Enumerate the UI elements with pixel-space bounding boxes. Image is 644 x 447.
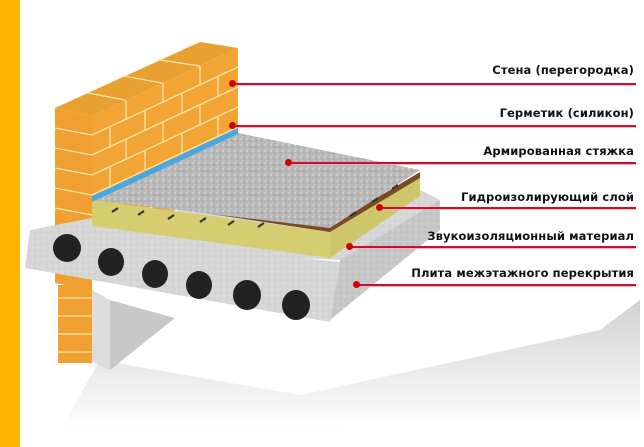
support-wall — [92, 290, 175, 370]
leader-line-slab — [356, 284, 636, 287]
marker-dot-sound-insulation — [346, 243, 353, 250]
leader-line-waterproofing — [379, 207, 636, 210]
marker-dot-slab — [353, 281, 360, 288]
marker-dot-waterproofing — [376, 204, 383, 211]
accent-side-bar — [0, 0, 20, 447]
leader-line-screed — [288, 162, 636, 165]
label-sound-insulation: Звукоизоляционный материал — [427, 229, 634, 243]
sealant-strip — [92, 128, 238, 202]
leader-line-sound-insulation — [349, 246, 636, 249]
reinforced-screed — [92, 133, 420, 228]
sound-insulation-layer — [92, 178, 420, 258]
label-screed: Армированная стяжка — [483, 144, 634, 158]
marker-dot-wall — [229, 80, 236, 87]
marker-dot-screed — [285, 159, 292, 166]
floor-shadow — [60, 300, 640, 430]
brick-wall-lower — [58, 285, 92, 363]
label-wall: Стена (перегородка) — [492, 63, 634, 77]
label-waterproofing: Гидроизолирующий слой — [461, 190, 634, 204]
label-slab: Плита межэтажного перекрытия — [411, 266, 634, 280]
label-sealant: Герметик (силикон) — [499, 106, 634, 120]
marker-dot-sealant — [229, 122, 236, 129]
leader-line-wall — [232, 83, 636, 86]
leader-line-sealant — [232, 125, 636, 128]
